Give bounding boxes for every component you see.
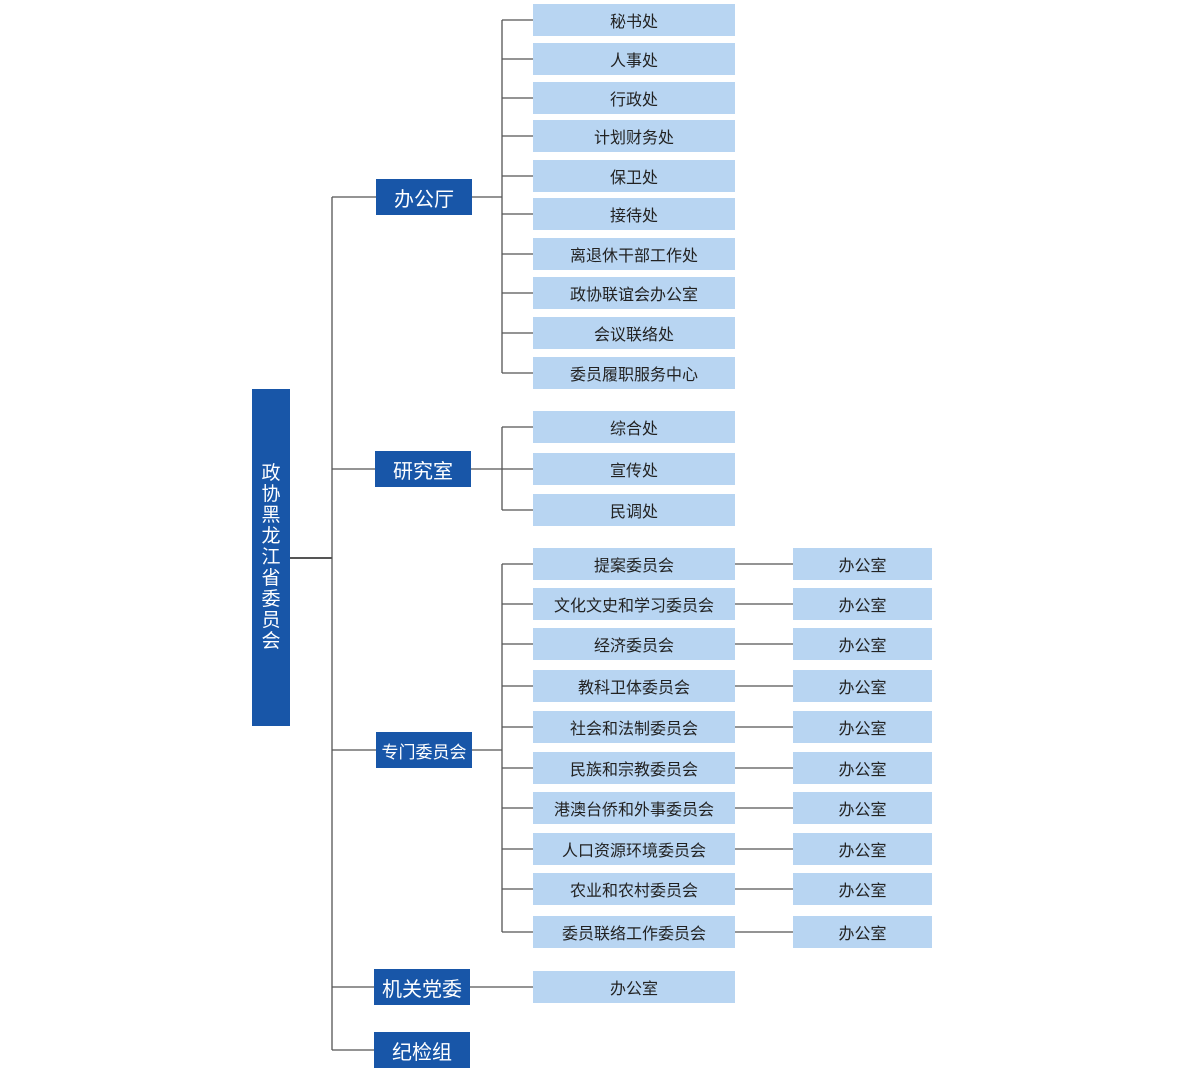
branch-3-child: 委员联络工作委员会 — [533, 916, 735, 948]
branch-2-label: 研究室 — [393, 458, 453, 483]
branch-2-child-label: 民调处 — [609, 502, 658, 521]
branch-1-child-label: 计划财务处 — [593, 128, 674, 147]
branch-1: 办公厅 — [376, 179, 472, 215]
office-node-label: 办公室 — [838, 760, 887, 779]
office-node: 办公室 — [793, 873, 932, 905]
branch-2-child-label: 综合处 — [609, 419, 658, 438]
branch-2-child: 综合处 — [533, 411, 735, 443]
branch-3-child-label: 文化文史和学习委员会 — [553, 596, 714, 615]
branch-1-child-label: 接待处 — [609, 206, 658, 225]
office-node: 办公室 — [793, 833, 932, 865]
branch-3-child: 提案委员会 — [533, 548, 735, 580]
branch-4-label: 机关党委 — [382, 976, 462, 1001]
branch-3-child: 经济委员会 — [533, 628, 735, 660]
branch-3-child-label: 人口资源环境委员会 — [561, 841, 706, 860]
branch-3-child-label: 提案委员会 — [593, 556, 674, 575]
branch-5-label: 纪检组 — [392, 1039, 452, 1064]
branch-3: 专门委员会 — [376, 732, 472, 768]
branch-1-child: 接待处 — [533, 198, 735, 230]
branch-4-child: 办公室 — [533, 971, 735, 1003]
branch-2: 研究室 — [375, 451, 471, 487]
root-label: 政 协 黑 龙 江 省 委 员 会 — [261, 462, 281, 652]
branch-2-child: 宣传处 — [533, 453, 735, 485]
office-node-label: 办公室 — [838, 678, 887, 697]
branch-3-child-label: 经济委员会 — [593, 636, 674, 655]
branch-1-label: 办公厅 — [394, 186, 454, 211]
branch-3-child: 社会和法制委员会 — [533, 711, 735, 743]
office-node-label: 办公室 — [838, 881, 887, 900]
office-node-label: 办公室 — [838, 636, 887, 655]
office-node: 办公室 — [793, 670, 932, 702]
branch-1-child-label: 会议联络处 — [593, 325, 674, 344]
branch-1-child-label: 人事处 — [609, 51, 658, 70]
branch-1-child-label: 委员履职服务中心 — [569, 365, 698, 384]
branch-3-child: 港澳台侨和外事委员会 — [533, 792, 735, 824]
branch-3-label: 专门委员会 — [381, 742, 467, 763]
branch-1-child-label: 政协联谊会办公室 — [569, 285, 698, 304]
office-node: 办公室 — [793, 711, 932, 743]
branch-1-child: 保卫处 — [533, 160, 735, 192]
office-node-label: 办公室 — [838, 596, 887, 615]
branch-3-child-label: 农业和农村委员会 — [569, 881, 698, 900]
office-node: 办公室 — [793, 916, 932, 948]
office-node-label: 办公室 — [838, 841, 887, 860]
office-node-label: 办公室 — [838, 556, 887, 575]
branch-3-child-label: 委员联络工作委员会 — [561, 924, 706, 943]
office-node-label: 办公室 — [838, 924, 887, 943]
office-node: 办公室 — [793, 628, 932, 660]
branch-1-child: 会议联络处 — [533, 317, 735, 349]
branch-1-child-label: 离退休干部工作处 — [569, 246, 698, 265]
branch-1-child: 人事处 — [533, 43, 735, 75]
branch-3-child-label: 港澳台侨和外事委员会 — [553, 800, 714, 819]
branch-3-child-label: 教科卫体委员会 — [577, 678, 690, 697]
office-node: 办公室 — [793, 588, 932, 620]
root-node: 政 协 黑 龙 江 省 委 员 会 — [252, 389, 290, 726]
branch-1-child-label: 秘书处 — [609, 12, 658, 31]
branch-2-child-label: 宣传处 — [609, 461, 658, 480]
branch-1-child: 秘书处 — [533, 4, 735, 36]
branch-3-child: 人口资源环境委员会 — [533, 833, 735, 865]
branch-3-child-label: 社会和法制委员会 — [569, 719, 698, 738]
branch-1-child: 委员履职服务中心 — [533, 357, 735, 389]
branch-3-child: 农业和农村委员会 — [533, 873, 735, 905]
branch-1-child: 政协联谊会办公室 — [533, 277, 735, 309]
branch-3-child: 民族和宗教委员会 — [533, 752, 735, 784]
branch-5: 纪检组 — [374, 1032, 470, 1068]
branch-1-child-label: 行政处 — [609, 90, 658, 109]
branch-1-child-label: 保卫处 — [609, 168, 658, 187]
branch-2-child: 民调处 — [533, 494, 735, 526]
branch-3-child-label: 民族和宗教委员会 — [569, 760, 698, 779]
office-node-label: 办公室 — [838, 719, 887, 738]
branch-1-child: 离退休干部工作处 — [533, 238, 735, 270]
office-node: 办公室 — [793, 792, 932, 824]
office-node: 办公室 — [793, 752, 932, 784]
branch-3-child: 文化文史和学习委员会 — [533, 588, 735, 620]
office-node: 办公室 — [793, 548, 932, 580]
office-node-label: 办公室 — [838, 800, 887, 819]
branch-1-child: 计划财务处 — [533, 120, 735, 152]
branch-4-child-label: 办公室 — [609, 979, 658, 998]
branch-1-child: 行政处 — [533, 82, 735, 114]
branch-3-child: 教科卫体委员会 — [533, 670, 735, 702]
branch-4: 机关党委 — [374, 969, 470, 1005]
